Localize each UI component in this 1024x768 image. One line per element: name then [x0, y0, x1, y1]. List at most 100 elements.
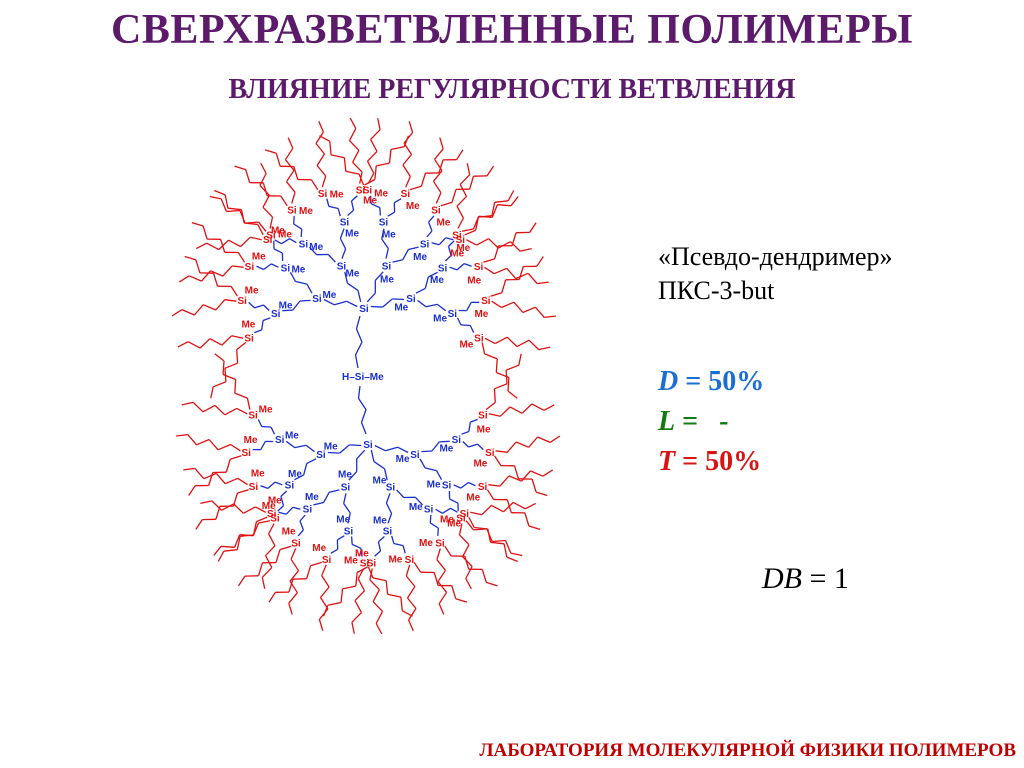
bond-line: [214, 189, 226, 196]
bond-line: [457, 217, 464, 229]
bond-line: [282, 309, 293, 312]
bond-line: [466, 301, 472, 311]
methyl-label: Me: [262, 501, 276, 512]
bond-line: [402, 154, 413, 166]
bond-line: [262, 194, 270, 208]
bond-line: [483, 258, 495, 263]
bond-line: [485, 401, 496, 411]
bond-line: [468, 443, 478, 448]
param-db-label: DB: [762, 562, 802, 595]
bond-line: [285, 169, 295, 183]
bond-line: [194, 467, 205, 480]
bond-line: [349, 140, 360, 151]
bond-line: [263, 304, 270, 311]
param-t-value: = 50%: [682, 446, 762, 477]
bond-line: [437, 581, 448, 593]
bond-line: [400, 597, 403, 611]
bond-line: [236, 341, 247, 351]
bond-line: [231, 265, 244, 268]
bond-line: [357, 290, 362, 302]
bond-line: [231, 335, 244, 339]
bond-line: [370, 450, 375, 462]
bond-line: [527, 272, 538, 285]
bond-line: [227, 207, 242, 211]
silicon-atom-label: Si: [456, 514, 466, 525]
bond-line: [437, 569, 447, 583]
bond-line: [367, 172, 375, 184]
bond-line: [445, 237, 454, 241]
bond-line: [506, 556, 518, 563]
bond-line: [259, 185, 270, 196]
bond-line: [260, 162, 267, 174]
bond-line: [464, 556, 470, 570]
bond-line: [531, 403, 545, 411]
bond-line: [382, 298, 393, 308]
bond-line: [221, 335, 233, 346]
bond-line: [354, 590, 365, 602]
bond-line: [252, 521, 258, 536]
bond-line: [236, 349, 239, 364]
bond-line: [351, 622, 355, 634]
silicon-atom-label: Si: [340, 218, 350, 229]
bond-line: [499, 475, 510, 487]
bond-line: [245, 169, 251, 183]
bond-line: [254, 329, 262, 334]
bond-line: [329, 141, 332, 155]
bond-line: [468, 516, 475, 528]
bond-line: [328, 205, 339, 210]
bond-line: [275, 549, 281, 563]
methyl-label: Me: [271, 225, 285, 236]
bond-line: [254, 304, 264, 309]
bond-line: [305, 565, 312, 579]
bond-line: [279, 545, 292, 551]
bond-line: [203, 304, 217, 311]
methyl-label: Me: [259, 404, 273, 415]
bond-line: [236, 536, 241, 550]
bond-line: [294, 474, 304, 481]
bond-line: [285, 181, 296, 193]
bond-line: [376, 162, 390, 167]
bond-line: [494, 455, 502, 466]
bond-line: [226, 209, 240, 213]
bond-line: [217, 550, 225, 562]
bond-line: [268, 523, 275, 535]
silicon-atom-label: Si: [424, 504, 434, 515]
bond-line: [377, 118, 381, 130]
bond-line: [396, 489, 405, 498]
bond-line: [193, 304, 204, 316]
methyl-label: Me: [268, 496, 282, 507]
methyl-label: Me: [363, 196, 377, 207]
bond-line: [295, 280, 308, 285]
bond-line: [397, 446, 409, 454]
bond-line: [343, 493, 347, 504]
bond-line: [355, 572, 358, 587]
bond-line: [451, 585, 457, 599]
bond-line: [260, 441, 266, 451]
bond-line: [449, 266, 458, 271]
bond-line: [375, 623, 383, 635]
bond-line: [504, 540, 512, 554]
bond-line: [456, 263, 465, 271]
bond-line: [347, 282, 359, 291]
bond-line: [503, 543, 508, 558]
bond-line: [369, 195, 372, 204]
silicon-atom-label: Si: [285, 481, 295, 492]
bond-line: [323, 491, 330, 503]
bond-line: [218, 239, 229, 251]
bond-line: [347, 512, 351, 524]
methyl-label: Me: [336, 514, 350, 525]
bond-line: [209, 195, 222, 200]
silicon-atom-label: Si: [435, 539, 445, 550]
bond-line: [357, 578, 366, 592]
bond-line: [473, 528, 487, 531]
bond-line: [234, 379, 237, 394]
bond-line: [440, 201, 453, 207]
bond-line: [488, 413, 501, 417]
silicon-atom-label: Si: [420, 240, 430, 251]
bond-line: [509, 406, 523, 414]
bond-line: [316, 165, 327, 177]
bond-line: [313, 501, 324, 506]
methyl-label: Me: [355, 548, 369, 559]
bond-line: [435, 192, 442, 204]
bond-line: [214, 353, 225, 362]
